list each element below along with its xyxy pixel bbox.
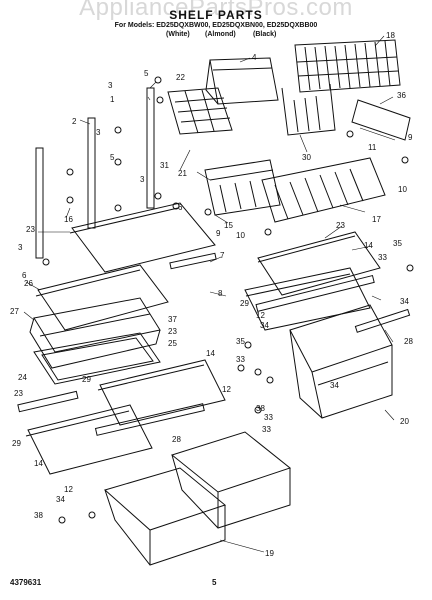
callout-label: 23 [168,327,177,336]
part-wire-shelf-lower [261,157,386,223]
callout-label: 26 [24,279,33,288]
callout-label: 33 [378,253,387,262]
callout-label: 8 [218,289,223,298]
callout-label: 7 [220,251,225,260]
callout-label: 25 [168,339,177,348]
model-line: For Models: ED25DQXBW00, ED25DQXBN00, ED… [114,22,318,29]
part-small-bin [205,57,279,105]
callout-label: 18 [386,31,395,40]
callout-label: 3 [108,81,113,90]
callout-label: 14 [364,241,373,250]
callout-label: 28 [404,337,413,346]
callout-label: 12 [256,311,265,320]
callout-label: 27 [10,307,19,316]
part-crisper-drawer-right [170,431,292,529]
callout-label: 23 [14,389,23,398]
callout-label: 14 [34,459,43,468]
callout-label: 4 [252,53,257,62]
part-glass-shelf-lower [17,390,153,475]
document-number: 4379631 [10,578,42,587]
callout-label: 10 [236,231,245,240]
callout-label: 14 [206,349,215,358]
part-fasteners [58,130,414,524]
variant-black: (Black) [253,31,277,38]
callout-label: 3 [96,128,101,137]
callout-label: 6 [178,203,183,212]
callout-label: 10 [398,185,407,194]
part-glass-shelf-upper-right [255,231,381,313]
callout-label: 38 [256,404,265,413]
watermark: AppliancePartsPros.com [79,0,353,21]
callout-label: 6 [22,271,27,280]
callout-label: 11 [368,143,377,152]
part-divider-rail [354,308,411,333]
callout-label: 30 [302,153,311,162]
part-slide-shelf [29,297,161,369]
callout-label: 3 [140,175,145,184]
callout-label: 29 [240,299,249,308]
part-glass-shelf-center [94,359,226,436]
callout-label: 5 [144,69,149,78]
callout-label: 37 [168,315,177,324]
callout-label: 29 [82,375,91,384]
callout-label: 38 [34,511,43,520]
callout-label: 15 [224,221,233,230]
callout-label: 19 [265,549,274,558]
callout-label: 33 [264,413,273,422]
leader-lines [23,35,396,553]
callout-label: 12 [222,385,231,394]
part-meat-pan [204,159,281,216]
page-number: 5 [212,578,217,587]
callout-label: 17 [372,215,381,224]
part-crisper-drawer-20 [289,304,393,419]
callout-label: 23 [26,225,35,234]
callout-label: 9 [216,229,221,238]
part-wire-shelf-top [294,39,401,93]
callout-label: 21 [178,169,187,178]
variant-white: (White) [166,31,190,38]
callout-label: 33 [262,425,271,434]
callout-label: 1 [110,95,115,104]
variant-almond: (Almond) [205,31,236,38]
callout-label: 34 [56,495,65,504]
callout-label: 34 [330,381,339,390]
callout-label: 31 [160,161,169,170]
callout-label: 33 [236,355,245,364]
callout-label: 35 [393,239,402,248]
part-rack [167,87,233,135]
callout-label: 34 [400,297,409,306]
callout-label: 9 [408,133,413,142]
part-shelf-frame [33,332,161,385]
callout-label: 29 [12,439,21,448]
part-glass-shelf-upper-left [69,202,217,273]
callout-label: 16 [64,215,73,224]
callout-label: 2 [72,117,77,126]
callout-label: 3 [18,243,23,252]
callout-label: 23 [336,221,345,230]
callout-label: 35 [236,337,245,346]
callout-label: 28 [172,435,181,444]
callout-label: 22 [176,73,185,82]
part-shelf-ladders [35,76,180,266]
callout-label: 36 [397,91,406,100]
callout-label: 12 [64,485,73,494]
part-glass-shelf-26 [35,264,169,331]
callout-label: 24 [18,373,27,382]
callout-label: 20 [400,417,409,426]
part-rod-frame [281,83,336,136]
part-crisper-drawer-left [103,467,227,566]
part-shelf-right-12 [244,267,371,331]
page-title: SHELF PARTS [169,8,263,22]
part-shelf-trim [351,99,411,141]
callout-label: 34 [260,321,269,330]
callout-label: 5 [110,153,115,162]
callout-labels: 18 3 5 22 4 1 36 2 9 3 11 5 31 30 10 3 6… [10,31,413,558]
